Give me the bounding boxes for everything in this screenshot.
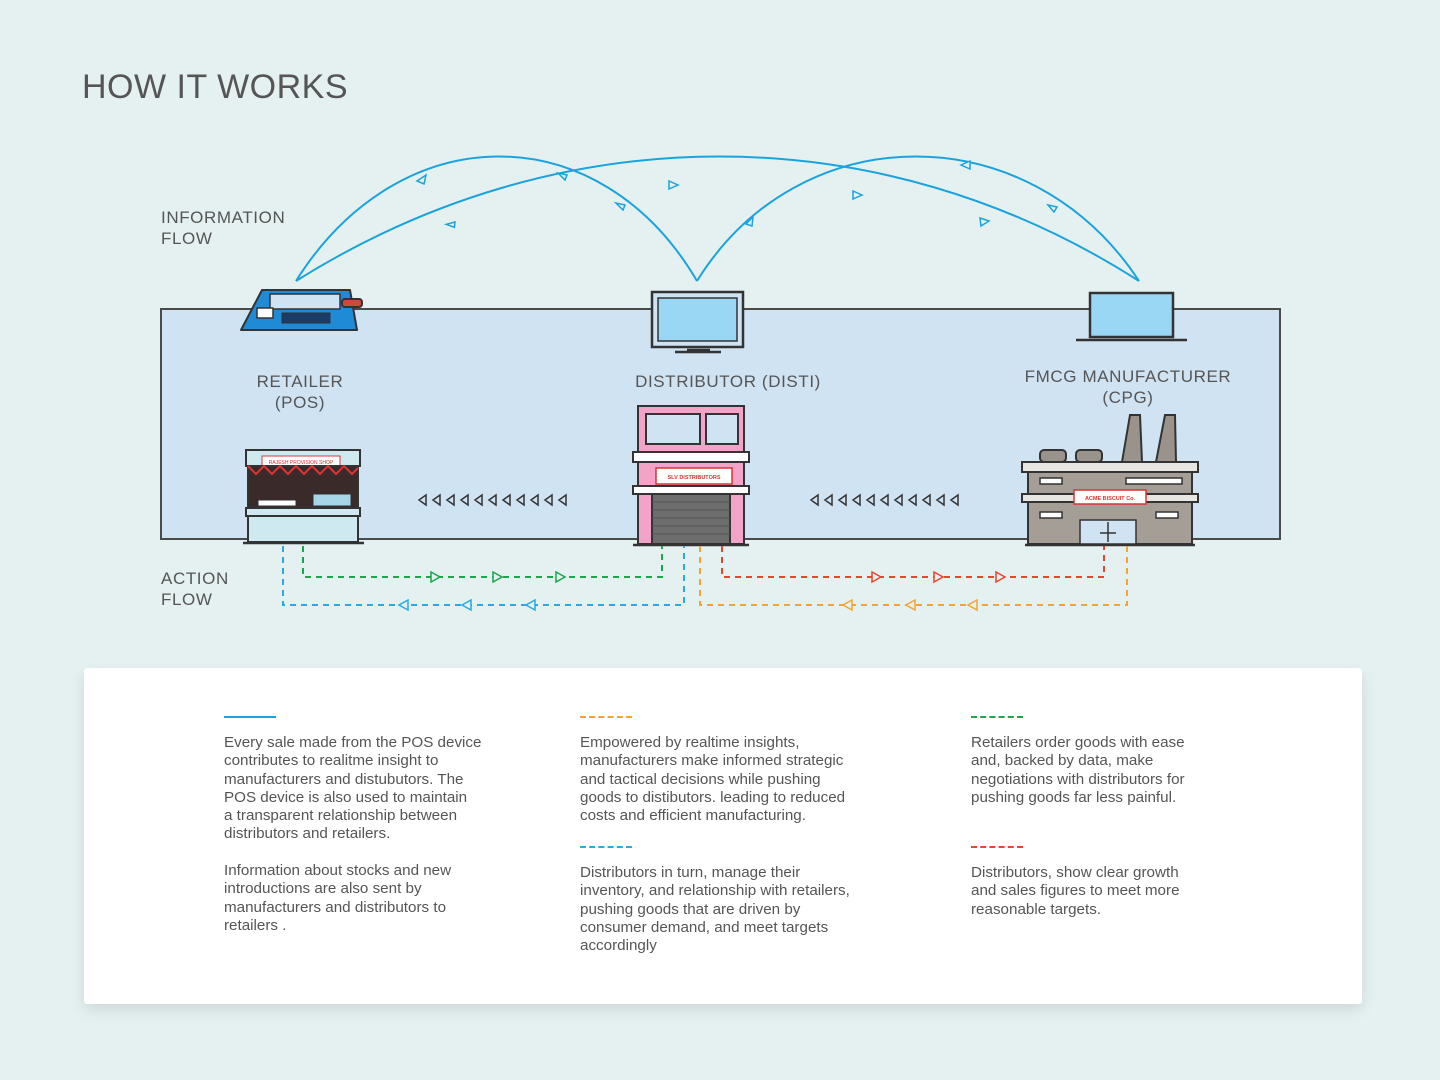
retailer-label: RETAILER (POS) xyxy=(256,372,344,412)
info-arrowhead xyxy=(555,171,569,182)
info-arrowhead xyxy=(443,220,456,229)
goods-flow-arrows-right xyxy=(809,493,959,507)
blue-distributor-line xyxy=(282,546,685,606)
retailer-shop-sign: RAJESH PROVISION SHOP xyxy=(269,460,334,466)
legend-item-retailer: Retailers order goods with ease and, bac… xyxy=(971,716,1291,807)
legend-text: Distributors, show clear growth and sale… xyxy=(971,864,1180,918)
info-arrowhead xyxy=(744,214,754,228)
provision-shop-icon xyxy=(243,449,364,545)
manufacturer-label: FMCG MANUFACTURER (CPG) xyxy=(1024,367,1232,407)
action-flow-label: ACTION FLOW xyxy=(161,569,229,609)
info-arrowhead xyxy=(979,216,991,228)
legend-text: Empowered by realtime insights, manufact… xyxy=(580,734,846,825)
red-distributor-line xyxy=(721,546,1105,578)
laptop-icon xyxy=(1076,291,1187,342)
legend-red-dashed-line xyxy=(971,846,1023,848)
legend-item-manufacturer: Empowered by realtime insights, manufact… xyxy=(580,716,900,825)
green-order-line xyxy=(302,546,663,578)
legend-item-information-flow: Every sale made from the POS device cont… xyxy=(224,716,544,935)
factory-sign: ACME BISCUIT Co. xyxy=(1085,496,1136,502)
legend-green-dashed-line xyxy=(971,716,1023,718)
legend-solid-blue-line xyxy=(224,716,276,718)
arc-retailer-manufacturer xyxy=(295,155,1140,282)
info-arrowhead xyxy=(668,179,680,191)
distributor-sign: SLV DISTRIBUTORS xyxy=(668,475,721,481)
action-flow-arrowheads xyxy=(397,570,1007,612)
distributor-label: DISTRIBUTOR (DISTI) xyxy=(635,372,821,391)
info-arrowhead xyxy=(415,173,428,186)
orange-manufacturer-line xyxy=(699,546,1128,606)
info-arrowhead xyxy=(852,189,864,201)
information-flow-label: INFORMATION FLOW xyxy=(161,208,286,248)
legend-text: Retailers order goods with ease and, bac… xyxy=(971,734,1185,806)
desktop-monitor-icon xyxy=(650,290,745,354)
legend-item-distributor-red: Distributors, show clear growth and sale… xyxy=(971,846,1291,919)
legend-text: Every sale made from the POS device cont… xyxy=(224,734,482,934)
page-title: HOW IT WORKS xyxy=(82,68,349,106)
pos-terminal-icon xyxy=(240,289,363,331)
arc-distributor-manufacturer xyxy=(696,155,1140,282)
goods-flow-arrows-left xyxy=(417,493,567,507)
factory-icon xyxy=(1021,414,1199,547)
information-flow-arrowheads xyxy=(415,159,1059,229)
legend-text: Distributors in turn, manage their inven… xyxy=(580,864,850,955)
info-arrowhead xyxy=(1045,203,1059,214)
info-arrowhead xyxy=(959,159,971,171)
legend-item-distributor-blue: Distributors in turn, manage their inven… xyxy=(580,846,900,955)
legend-blue-dashed-line xyxy=(580,846,632,848)
flow-diagram: RAJESH PROVISION SHOP SLV DISTRIBUTORS xyxy=(160,155,1281,612)
info-arrowhead xyxy=(613,201,627,212)
arc-retailer-distributor xyxy=(295,155,698,282)
distribution-warehouse-icon xyxy=(632,405,750,547)
information-flow-arcs xyxy=(295,155,1140,282)
action-flow-lines xyxy=(282,546,1128,606)
legend-orange-dashed-line xyxy=(580,716,632,718)
legend-card: Every sale made from the POS device cont… xyxy=(84,668,1362,1004)
